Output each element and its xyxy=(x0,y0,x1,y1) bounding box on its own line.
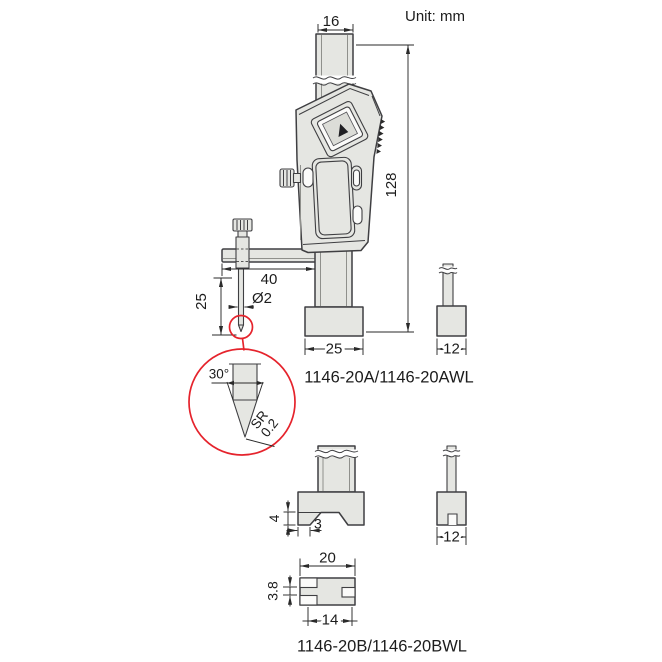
dim-probe-length-25: 25 xyxy=(193,277,237,336)
unit-note: Unit: mm xyxy=(405,8,465,25)
side-slot xyxy=(302,167,314,188)
dim-text-12-side-a: 12 xyxy=(443,341,460,358)
dim-base-width-20: 20 xyxy=(299,550,356,576)
base-front-view xyxy=(304,306,364,337)
dim-text-38: 3.8 xyxy=(265,581,281,601)
dim-base-depth-12: 12 xyxy=(436,338,467,361)
thumb-wheel-teeth-icon xyxy=(376,119,386,154)
dim-text-16: 16 xyxy=(323,13,340,30)
gauge-column-lower xyxy=(314,243,353,308)
model-a-front-view: 16 128 40 25 Ø2 25 xyxy=(188,13,474,456)
dim-text-dia2: Ø2 xyxy=(252,290,272,307)
dim-probe-diameter: Ø2 xyxy=(228,290,272,310)
power-button xyxy=(350,165,363,191)
model-b-top-view: 20 3.8 14 xyxy=(265,550,358,632)
model-b-label: 1146-20B/1146-20BWL xyxy=(297,638,467,656)
model-a-side-view xyxy=(436,263,467,337)
tip-callout-circle xyxy=(228,314,254,340)
dim-foot-height-4: 4 xyxy=(266,500,296,537)
dim-text-25-base: 25 xyxy=(326,341,343,358)
lower-button xyxy=(352,205,363,225)
dim-text-12-side-b: 12 xyxy=(443,529,460,546)
dim-text-30deg: 30° xyxy=(209,367,229,382)
fine-adjust-screw xyxy=(232,218,253,269)
model-a-label: 1146-20A/1146-20AWL xyxy=(304,369,473,387)
dim-text-40: 40 xyxy=(261,271,278,288)
dim-base-depth-12b: 12 xyxy=(436,526,467,549)
clamp-knob xyxy=(279,168,302,188)
model-b-front-view: 4 3 xyxy=(266,445,365,537)
tip-detail-circle xyxy=(188,348,296,456)
gauge-column-top xyxy=(312,33,358,101)
dim-overall-height-128: 128 xyxy=(356,44,414,333)
digital-display-head xyxy=(279,83,386,254)
model-b-side-view: 12 xyxy=(436,445,467,549)
dim-text-4: 4 xyxy=(266,514,282,522)
break-line xyxy=(312,82,357,86)
sr-leader-line xyxy=(245,438,275,447)
dim-text-25-probe: 25 xyxy=(193,293,210,310)
dim-base-width-25: 25 xyxy=(304,338,364,361)
tip-detail-view: 30° SR 0.2 xyxy=(209,363,281,447)
dim-text-20: 20 xyxy=(319,550,336,567)
tilted-display-window xyxy=(310,101,369,158)
break-line xyxy=(312,76,357,80)
dim-arm-reach-40: 40 xyxy=(221,263,316,288)
dim-slot-width-38: 3.8 xyxy=(265,575,297,607)
dim-text-3: 3 xyxy=(314,516,322,532)
dim-text-14: 14 xyxy=(322,612,339,629)
brand-triangle-icon xyxy=(338,123,349,137)
dim-inner-width-14: 14 xyxy=(302,607,358,632)
body-panel xyxy=(311,156,356,240)
probe-needle xyxy=(237,267,245,333)
dim-text-128: 128 xyxy=(383,172,400,197)
dim-foot-width-3: 3 xyxy=(286,516,322,537)
dim-column-width-16: 16 xyxy=(317,13,354,33)
